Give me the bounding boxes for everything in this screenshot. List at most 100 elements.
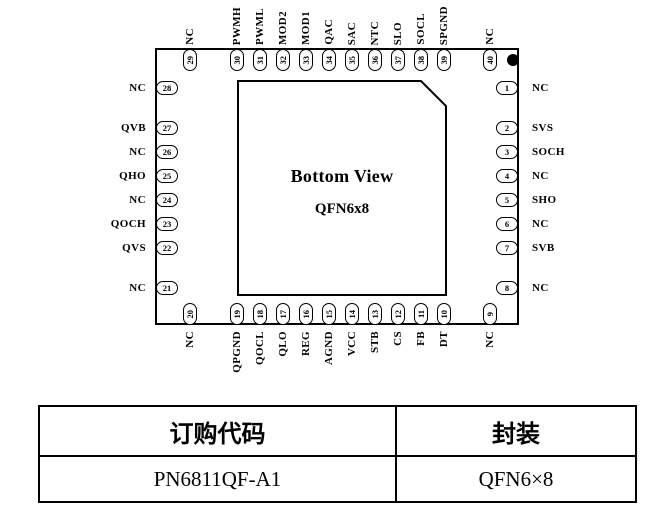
pin-label-qac: QAC — [319, 2, 339, 45]
package-value: QFN6×8 — [395, 455, 637, 503]
pin-24: 24 — [156, 193, 178, 207]
pin-label-text: NC — [184, 28, 196, 45]
pin-10: 10 — [437, 303, 451, 325]
pin-number: 10 — [438, 309, 449, 319]
pin-label-ntc: NTC — [365, 2, 385, 45]
pin-38: 38 — [414, 49, 428, 71]
pin-label-text: CS — [392, 331, 404, 346]
pin-36: 36 — [368, 49, 382, 71]
pin-label-qlo: QLO — [273, 331, 293, 379]
pin-number: 17 — [277, 309, 288, 319]
pin-11: 11 — [414, 303, 428, 325]
pin-label-pwml: PWML — [250, 2, 270, 45]
pin-number: 35 — [346, 55, 357, 65]
pin-label-nc: NC — [180, 331, 200, 379]
pin-label-dt: DT — [434, 331, 454, 379]
table-row: PN6811QF-A1 QFN6×8 — [38, 455, 637, 503]
pin-label-sho: SHO — [532, 194, 557, 206]
pin-number: 20 — [184, 309, 195, 319]
pin-26: 26 — [156, 145, 178, 159]
pin-number: 11 — [415, 309, 426, 319]
pin-label-nc: NC — [180, 2, 200, 45]
pin-label-text: NC — [184, 331, 196, 348]
pin-18: 18 — [253, 303, 267, 325]
pin-number: 16 — [300, 309, 311, 319]
pin-21: 21 — [156, 281, 178, 295]
pin-37: 37 — [391, 49, 405, 71]
pin-label-text: QAC — [323, 19, 335, 45]
pin-label-text: PWML — [254, 7, 266, 45]
pin-5: 5 — [496, 193, 518, 207]
package-header: 封装 — [395, 405, 637, 457]
pin-number: 40 — [484, 55, 495, 65]
pin-number: 18 — [254, 309, 265, 319]
pin-label-nc: NC — [129, 194, 146, 206]
pin-number: 7 — [504, 242, 510, 253]
pin-label-text: SOCL — [415, 13, 427, 45]
pin-label-text: STB — [369, 331, 381, 353]
pin-label-text: SPGND — [438, 5, 450, 45]
pin-label-qocl: QOCL — [250, 331, 270, 379]
pin-label-text: VCC — [346, 331, 358, 357]
pin-label-nc: NC — [532, 282, 549, 294]
pin-number: 14 — [346, 309, 357, 319]
pin-label-mod2: MOD2 — [273, 2, 293, 45]
pin-6: 6 — [496, 217, 518, 231]
pin-31: 31 — [253, 49, 267, 71]
pin-28: 28 — [156, 81, 178, 95]
pin-number: 3 — [504, 146, 510, 157]
pin-label-text: MOD2 — [277, 11, 289, 45]
pin-label-fb: FB — [411, 331, 431, 379]
pin-number: 37 — [392, 55, 403, 65]
pin-label-text: QOCL — [254, 331, 266, 365]
pin-12: 12 — [391, 303, 405, 325]
pin-label-nc: NC — [129, 146, 146, 158]
pin-label-nc: NC — [532, 170, 549, 182]
pin-label-spgnd: SPGND — [434, 2, 454, 45]
pin-number: 12 — [392, 309, 403, 319]
ordering-table: 订购代码 封装 PN6811QF-A1 QFN6×8 — [38, 405, 637, 503]
pin-number: 28 — [162, 82, 172, 93]
pin-label-nc: NC — [480, 331, 500, 379]
pin-9: 9 — [483, 303, 497, 325]
pin-label-text: REG — [300, 331, 312, 357]
pin-number: 6 — [504, 218, 510, 229]
pin-34: 34 — [322, 49, 336, 71]
pin-number: 5 — [504, 194, 510, 205]
pin-number: 4 — [504, 170, 510, 181]
pin-number: 31 — [254, 55, 265, 65]
pin-label-text: NTC — [369, 20, 381, 45]
pin-label-text: SAC — [346, 21, 358, 45]
pin-label-socl: SOCL — [411, 2, 431, 45]
pin-29: 29 — [183, 49, 197, 71]
pin-number: 34 — [323, 55, 334, 65]
pin-number: 33 — [300, 55, 311, 65]
order-code-header: 订购代码 — [38, 405, 397, 457]
pin-label-qvb: QVB — [120, 122, 146, 134]
pin-label-text: PWMH — [231, 6, 243, 45]
pin-label-nc: NC — [532, 82, 549, 94]
pin-label-qho: QHO — [119, 170, 146, 182]
pin-label-text: QLO — [277, 331, 289, 357]
pin-3: 3 — [496, 145, 518, 159]
pin-label-svb: SVB — [532, 242, 555, 254]
pin-number: 15 — [323, 309, 334, 319]
pin-number: 8 — [504, 282, 510, 293]
pin-label-sac: SAC — [342, 2, 362, 45]
pin-22: 22 — [156, 241, 178, 255]
order-code-value: PN6811QF-A1 — [38, 455, 397, 503]
pin-number: 9 — [484, 311, 495, 317]
pin-label-qoch: QOCH — [110, 218, 146, 230]
pin-30: 30 — [230, 49, 244, 71]
pin-label-text: MOD1 — [300, 11, 312, 45]
pin-label-text: QPGND — [231, 331, 243, 373]
pin-number: 25 — [162, 170, 172, 181]
pin-2: 2 — [496, 121, 518, 135]
pin-number: 21 — [162, 282, 172, 293]
pin-number: 2 — [504, 122, 510, 133]
pin-32: 32 — [276, 49, 290, 71]
pin-20: 20 — [183, 303, 197, 325]
pin-25: 25 — [156, 169, 178, 183]
pin-8: 8 — [496, 281, 518, 295]
